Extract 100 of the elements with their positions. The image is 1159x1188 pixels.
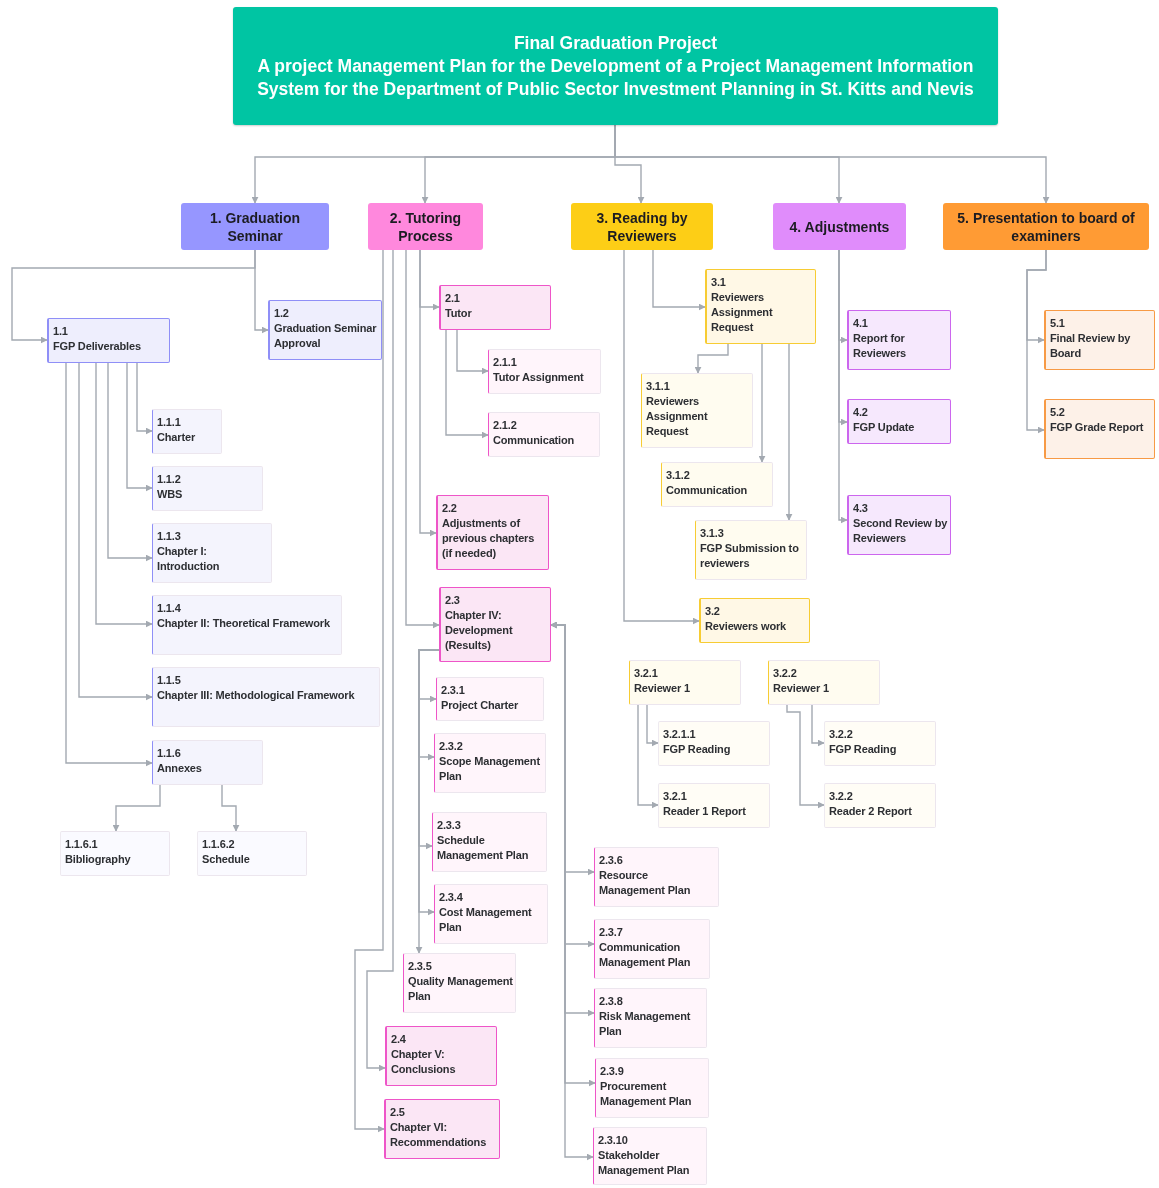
wbs-box [593,1127,707,1185]
task-label: FGP Reading [663,742,732,757]
connector-arrow [107,362,153,562]
task-label: Procurement Management Plan [600,1079,693,1109]
task-label: FGP Grade Report [1050,420,1145,435]
connector-arrow [445,329,489,439]
task-label: FGP Reading [829,742,898,757]
wbs-code: 3.2.2 [829,727,854,742]
task-label: Annexes [157,761,203,776]
connector-arrow [785,343,793,521]
category-box [943,203,1149,250]
connector-arrow [221,784,240,832]
wbs-code: 2.3.7 [599,925,624,940]
wbs-code: 1.1.6.2 [202,837,236,852]
wbs-box [436,677,544,721]
wbs-box [768,660,880,705]
wbs-code: 1.1.6.1 [65,837,99,852]
wbs-box [641,373,753,448]
wbs-box [152,523,272,583]
wbs-code: 2.3.3 [437,818,462,833]
task-label: Communication Management Plan [599,940,692,970]
wbs-box [658,783,770,828]
wbs-box [661,462,773,507]
wbs-code: 1.2 [274,306,290,321]
task-label: Reviewers Assignment Request [646,394,709,439]
category-label: 1. Graduation Seminar [208,208,302,245]
task-label: Reviewer 1 [634,681,691,696]
wbs-box [432,812,547,872]
wbs-code: 3.2.2 [773,666,798,681]
task-label: Quality Management Plan [408,974,513,1004]
category-box [571,203,713,250]
wbs-code: 3.2.1 [634,666,659,681]
task-label: Stakeholder Management Plan [598,1148,691,1178]
wbs-box [1044,399,1155,459]
wbs-box [434,733,546,793]
wbs-code: 4.1 [853,316,869,331]
wbs-code: 2.1.2 [493,418,518,433]
wbs-box [268,300,382,360]
wbs-code: 2.3.4 [439,890,464,905]
wbs-box [847,310,951,370]
task-label: Chapter IV: Development (Results) [445,608,514,653]
connector-arrow [95,362,153,628]
connector-arrow [78,362,153,701]
wbs-code: 3.1.1 [646,379,671,394]
wbs-code: 5.1 [1050,316,1066,331]
wbs-code: 2.5 [390,1105,406,1120]
wbs-code: 2.3.10 [598,1133,629,1148]
connector-arrow [354,249,385,1133]
task-label: Chapter VI: Recommendations [390,1120,488,1150]
wbs-code: 3.2 [705,604,721,619]
task-label: Reader 1 Report [663,804,747,819]
task-label: Tutor [445,306,473,321]
connector-arrow [652,249,706,311]
wbs-code: 2.3.8 [599,994,624,1009]
task-label: Cost Management Plan [439,905,533,935]
wbs-box [152,740,263,785]
wbs-box [699,598,810,643]
category-label: 2. Tutoring Process [388,208,463,245]
wbs-code: 1.1.6 [157,746,182,761]
category-label: 4. Adjustments [789,217,890,236]
wbs-box [403,953,516,1013]
wbs-code: 2.4 [391,1032,407,1047]
wbs-code: 2.3.5 [408,959,433,974]
wbs-box [595,1058,709,1118]
wbs-box [1044,310,1155,370]
task-label: Second Review by Reviewers [853,516,948,546]
wbs-box [488,349,601,394]
task-label: Communication [666,483,749,498]
task-label: Reader 2 Report [829,804,913,819]
connector-arrow [419,249,437,537]
wbs-box [152,667,380,727]
task-label: Reviewers Assignment Request [711,290,774,335]
task-label: Report for Reviewers [853,331,908,361]
wbs-code: 1.1.4 [157,601,182,616]
wbs-code: 2.3.9 [600,1064,625,1079]
connector-arrow [786,704,825,809]
wbs-box [152,466,263,511]
wbs-code: 1.1.2 [157,472,182,487]
connector-arrow [623,249,700,625]
wbs-box [594,988,707,1048]
wbs-code: 1.1.3 [157,529,182,544]
banner-subheading: A project Management Plan for the Development of a Project Management Information System for the Department of Public Sector Investment Planning in St. Kitts and Nevis [256,54,975,101]
connector-arrow [646,704,659,747]
connector-arrow [112,784,161,832]
wbs-code: 3.2.2 [829,789,854,804]
task-label: Graduation Seminar Approval [274,321,378,351]
wbs-box [847,399,951,444]
wbs-box [439,587,551,662]
task-label: Communication [493,433,576,448]
wbs-code: 1.1.1 [157,415,182,430]
connector-arrow [838,249,848,524]
task-label: Adjustments of previous chapters (if needed) [442,516,536,561]
connector-arrow [1026,249,1047,434]
wbs-code: 4.2 [853,405,869,420]
category-box [773,203,906,250]
wbs-box [594,919,710,979]
connector-arrow [366,249,394,1072]
connector-arrow [415,649,440,954]
wbs-box [847,495,951,555]
task-label: Resource Management Plan [599,868,692,898]
